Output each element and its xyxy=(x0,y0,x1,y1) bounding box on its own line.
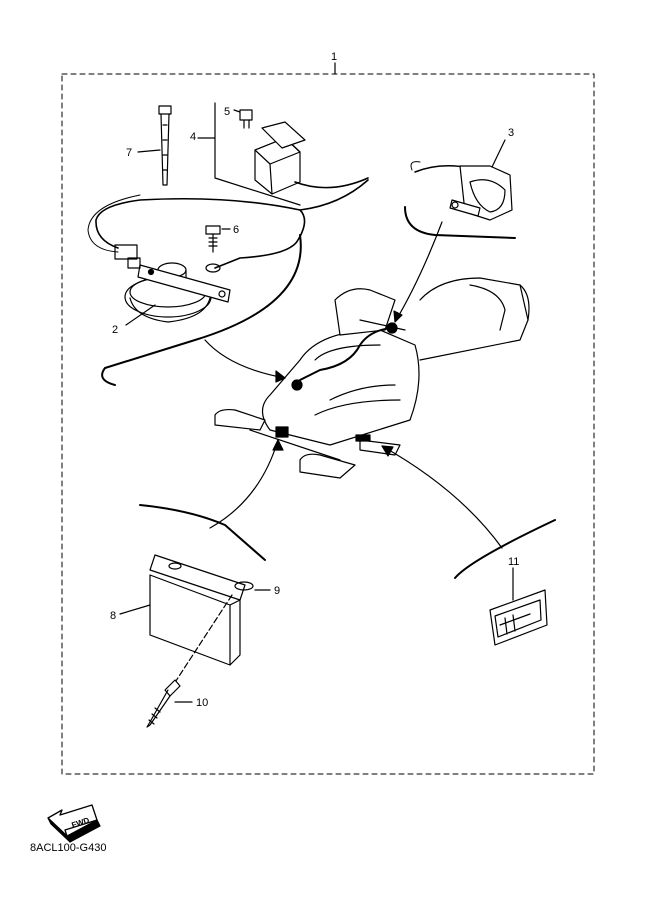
cable-tie xyxy=(158,105,172,186)
callout-7: 7 xyxy=(126,147,132,159)
horn-detail-panel xyxy=(87,179,369,386)
callout-3: 3 xyxy=(508,127,514,139)
callout-10: 10 xyxy=(196,697,208,709)
callout-5: 5 xyxy=(224,106,230,118)
callout-2-leader xyxy=(125,304,156,326)
fuse-box xyxy=(239,109,369,195)
fwd-arrow-icon: FWD xyxy=(47,804,101,843)
reflector-leader xyxy=(381,445,503,549)
horn xyxy=(114,244,231,323)
handlebar-switch-panel xyxy=(404,161,516,239)
callout-4-leader xyxy=(214,102,301,206)
plate-panel xyxy=(139,504,266,728)
callout-4: 4 xyxy=(190,131,196,143)
callout-6: 6 xyxy=(233,224,239,236)
callout-1: 1 xyxy=(331,51,337,63)
callout-2: 2 xyxy=(112,324,118,336)
rivet-washer xyxy=(234,581,254,591)
callout-11: 11 xyxy=(508,556,519,568)
callout-8-leader xyxy=(119,604,151,615)
reflector-panel xyxy=(454,519,556,646)
callout-9: 9 xyxy=(274,585,280,597)
snowmobile xyxy=(214,277,530,479)
callout-3-leader xyxy=(491,139,506,168)
bolt xyxy=(205,225,221,273)
horn-leader xyxy=(204,339,286,379)
reflector xyxy=(489,589,548,646)
plate-leader xyxy=(209,439,279,529)
callout-5-leader xyxy=(233,109,241,113)
assembly-boundary xyxy=(61,73,595,775)
drawing-code: 8ACL100-G430 xyxy=(30,842,107,854)
handlebar-switch xyxy=(414,165,513,221)
plate xyxy=(149,554,246,666)
callout-7-leader xyxy=(137,149,161,153)
switch-leader xyxy=(394,221,443,323)
rivet xyxy=(146,679,181,728)
callout-8: 8 xyxy=(110,610,116,622)
